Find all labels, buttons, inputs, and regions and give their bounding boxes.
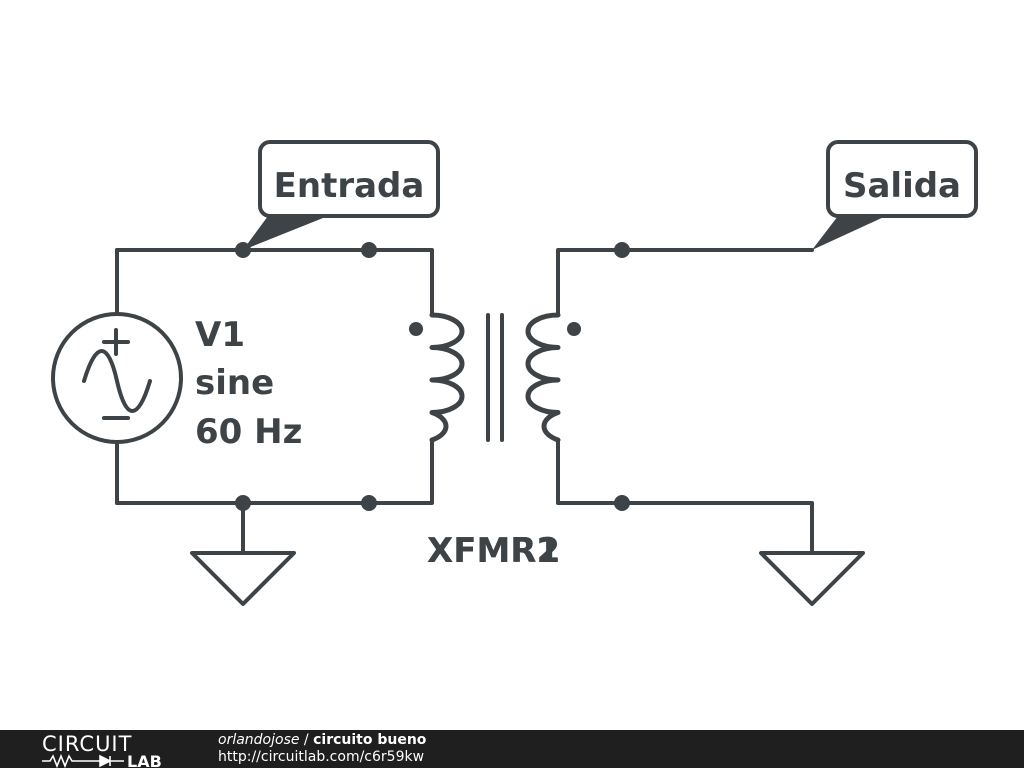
wire-bottom-left — [115, 438, 434, 505]
circuit-url[interactable]: http://circuitlab.com/c6r59kw — [218, 749, 425, 765]
ground-symbol-right[interactable] — [759, 551, 865, 606]
logo-text-top: CIRCUIT — [42, 732, 132, 756]
secondary-polarity-dot — [567, 322, 581, 336]
attribution-separator: / — [299, 732, 314, 748]
net-label-box — [258, 140, 440, 218]
circuit-title[interactable]: circuito bueno — [313, 732, 427, 748]
junction-dot — [614, 242, 630, 258]
net-label-text: Salida — [843, 166, 961, 206]
source-type-label: sine — [195, 363, 274, 403]
diode-glyph-icon — [99, 754, 124, 768]
net-label-salida[interactable]: Salida — [812, 140, 978, 250]
circuit-attribution: orlandojose / circuito bueno — [218, 732, 426, 749]
junction-dot — [361, 242, 377, 258]
author-name[interactable]: orlandojose — [218, 732, 300, 748]
callout-pointer — [243, 216, 328, 250]
footer-bar: CIRCUIT LAB orlandojose / circuito bueno… — [0, 730, 1024, 768]
circuitlab-logo[interactable]: CIRCUIT LAB — [40, 732, 180, 768]
transformer-label-1: XFMR1 — [427, 531, 560, 571]
wire-top-left — [115, 248, 434, 317]
transformer-label-2: XFMR2 — [427, 531, 560, 571]
logo-text-bottom: LAB — [127, 752, 162, 768]
net-label-box — [826, 140, 978, 218]
footer-info: orlandojose / circuito bueno http://circ… — [218, 732, 426, 766]
callout-pointer — [812, 216, 886, 250]
net-label-entrada[interactable]: Entrada — [243, 140, 440, 250]
voltage-source-v1[interactable] — [51, 312, 183, 444]
junction-dot — [614, 495, 630, 511]
net-label-text: Entrada — [274, 166, 425, 206]
wire-top-right — [556, 248, 814, 317]
circuit-schematic: V1 sine 60 Hz XFMR1 XFMR2 Entrada Salida — [51, 140, 978, 606]
junction-dot — [235, 495, 251, 511]
secondary-coil — [525, 312, 561, 443]
primary-polarity-dot — [409, 322, 423, 336]
wire-bottom-right — [556, 438, 814, 554]
resistor-glyph-icon — [42, 753, 100, 768]
primary-coil — [429, 312, 465, 443]
sine-wave-icon — [82, 349, 152, 413]
source-name-label: V1 — [195, 315, 245, 355]
transformer-xfmr[interactable] — [409, 312, 581, 443]
ground-symbol-left[interactable] — [190, 551, 296, 606]
source-body — [51, 312, 183, 444]
source-frequency-label: 60 Hz — [195, 412, 302, 452]
junction-dot — [361, 495, 377, 511]
plus-sign-icon — [102, 328, 130, 356]
